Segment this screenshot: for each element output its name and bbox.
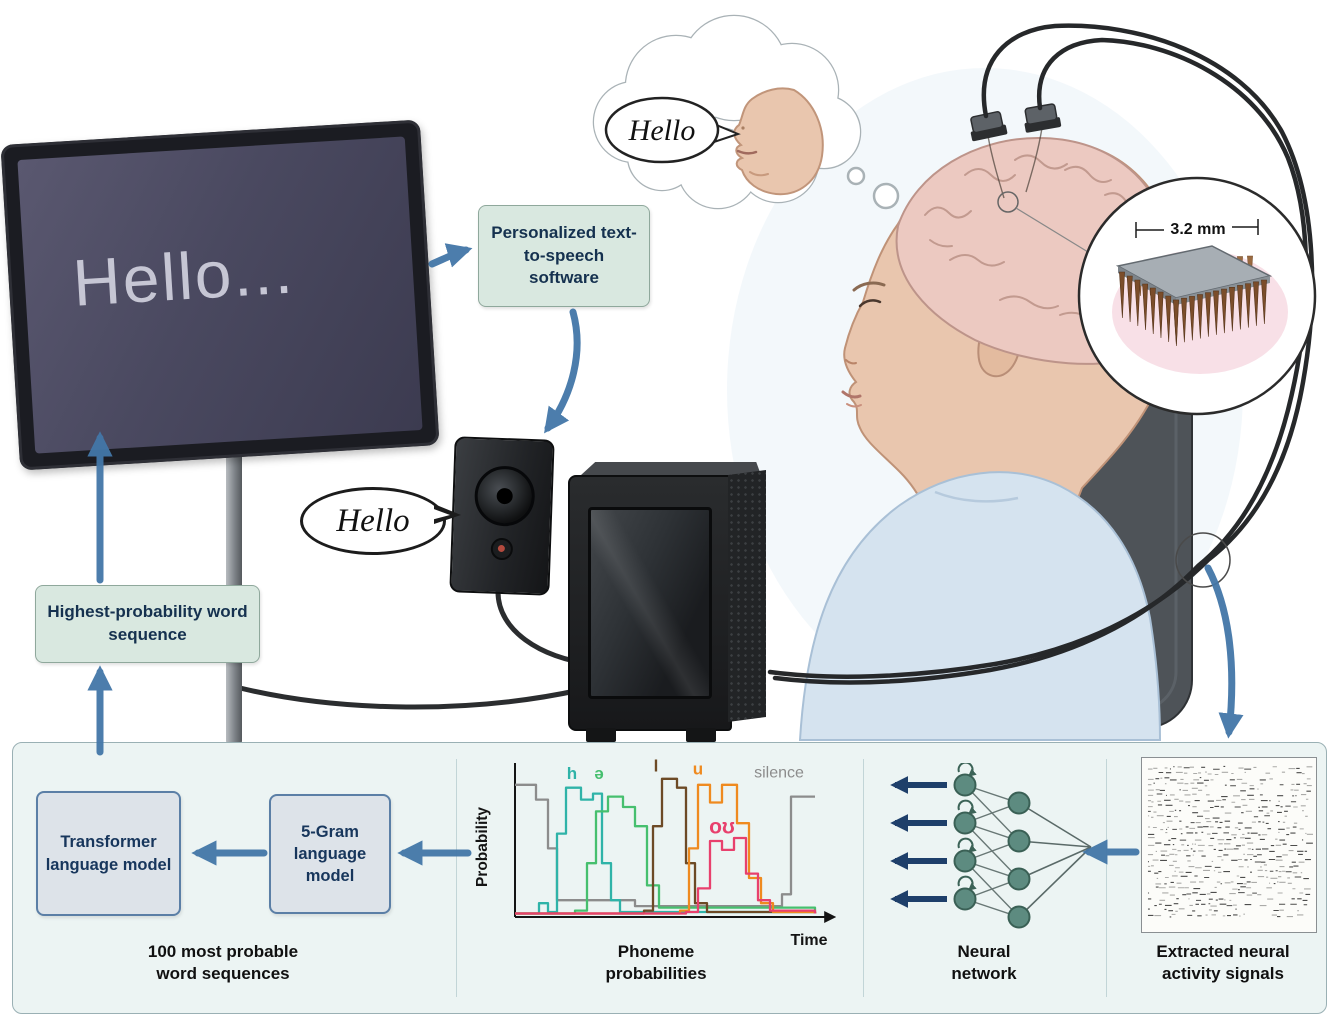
thought-speech-bubble: Hello [604, 96, 741, 164]
x-axis-label: Time [790, 932, 827, 949]
neural-signals-panel [1141, 757, 1317, 933]
lips [841, 390, 862, 399]
highest-probability-box: Highest-probability word sequence [35, 585, 260, 663]
phoneme-series-u [515, 783, 817, 915]
monitor-screen: Hello... [17, 136, 423, 454]
eye [858, 299, 882, 308]
speaker-bubble-text: Hello [336, 502, 410, 539]
speaker-cone-center [496, 487, 513, 505]
tower-foot [686, 728, 716, 742]
speaker-cone [473, 465, 536, 528]
phoneme-series-h [515, 786, 817, 915]
screen-text: Hello... [70, 232, 297, 320]
electrode-needles-front [1119, 271, 1267, 347]
speaker [449, 436, 555, 596]
phoneme-label-l: l [654, 756, 659, 775]
caption-neural-network: Neural network [951, 942, 1017, 984]
caption-word-sequences: 100 most probable word sequences [147, 942, 299, 984]
nn-recurrent-loops [957, 763, 977, 891]
phoneme-series-silence [515, 783, 815, 908]
tower-glass-panel [588, 507, 712, 699]
nn-output-arrows [890, 776, 947, 908]
nn-nodes [953, 773, 1031, 929]
imagined-face [733, 87, 824, 196]
panel-divider [456, 759, 457, 997]
speaker-speech-bubble: Hello [300, 487, 446, 555]
y-axis-label: Probability [474, 807, 491, 887]
tower-vent-side [728, 470, 766, 722]
thought-trail-circles [846, 166, 900, 210]
device-cables [237, 589, 595, 710]
transformer-model-box: Transformer language model [36, 791, 181, 916]
inset-leader-line [1015, 207, 1089, 253]
phoneme-series-oʊ [515, 836, 817, 915]
five-gram-model-box: 5-Gram language model [269, 794, 391, 914]
phoneme-label-silence: silence [754, 764, 804, 781]
neural-signals-raster [1147, 765, 1313, 918]
tower-top-face [577, 462, 763, 478]
speaker-tweeter [490, 537, 514, 561]
phoneme-series-ə [515, 795, 817, 915]
caption-extracted-signals: Extracted neural activity signals [1156, 942, 1290, 984]
phoneme-label-h: h [567, 764, 577, 783]
measurement-label: 3.2 mm [1170, 221, 1225, 238]
computer-tower [568, 462, 768, 746]
neural-network-diagram [890, 763, 1092, 929]
measurement-bracket [1135, 219, 1259, 238]
phoneme-label-u: u [693, 759, 703, 778]
phoneme-series-group [515, 777, 817, 915]
shirt [798, 471, 1162, 741]
electrode-array-inset: 3.2 mm [1077, 176, 1317, 416]
phoneme-label-ə: ə [594, 764, 603, 783]
phoneme-series-l [515, 777, 817, 915]
tower-front-face [568, 475, 732, 731]
tts-software-box: Personalized text-to-speech software [478, 205, 650, 307]
thought-cloud: Hello [592, 14, 862, 210]
implant-site-marker [997, 191, 1019, 213]
decoding-pipeline-panel: Transformer language model 5-Gram langua… [12, 742, 1327, 1014]
caption-phoneme-probabilities: Phoneme probabilities [605, 942, 707, 984]
thought-bubble-text: Hello [628, 114, 696, 147]
implant-pedestals [970, 103, 1062, 199]
speaker-led [497, 544, 505, 553]
panel-divider [863, 759, 864, 997]
panel-divider [1106, 759, 1107, 997]
cable-highlight-ring [1175, 532, 1231, 588]
monitor: Hello... [0, 119, 440, 471]
implant-cables [767, 23, 1315, 685]
eyebrow [852, 281, 886, 292]
nn-fan-lines [1018, 802, 1092, 918]
nostril [845, 359, 857, 365]
tower-foot [586, 728, 616, 742]
phoneme-label-oʊ: oʊ [709, 816, 735, 839]
